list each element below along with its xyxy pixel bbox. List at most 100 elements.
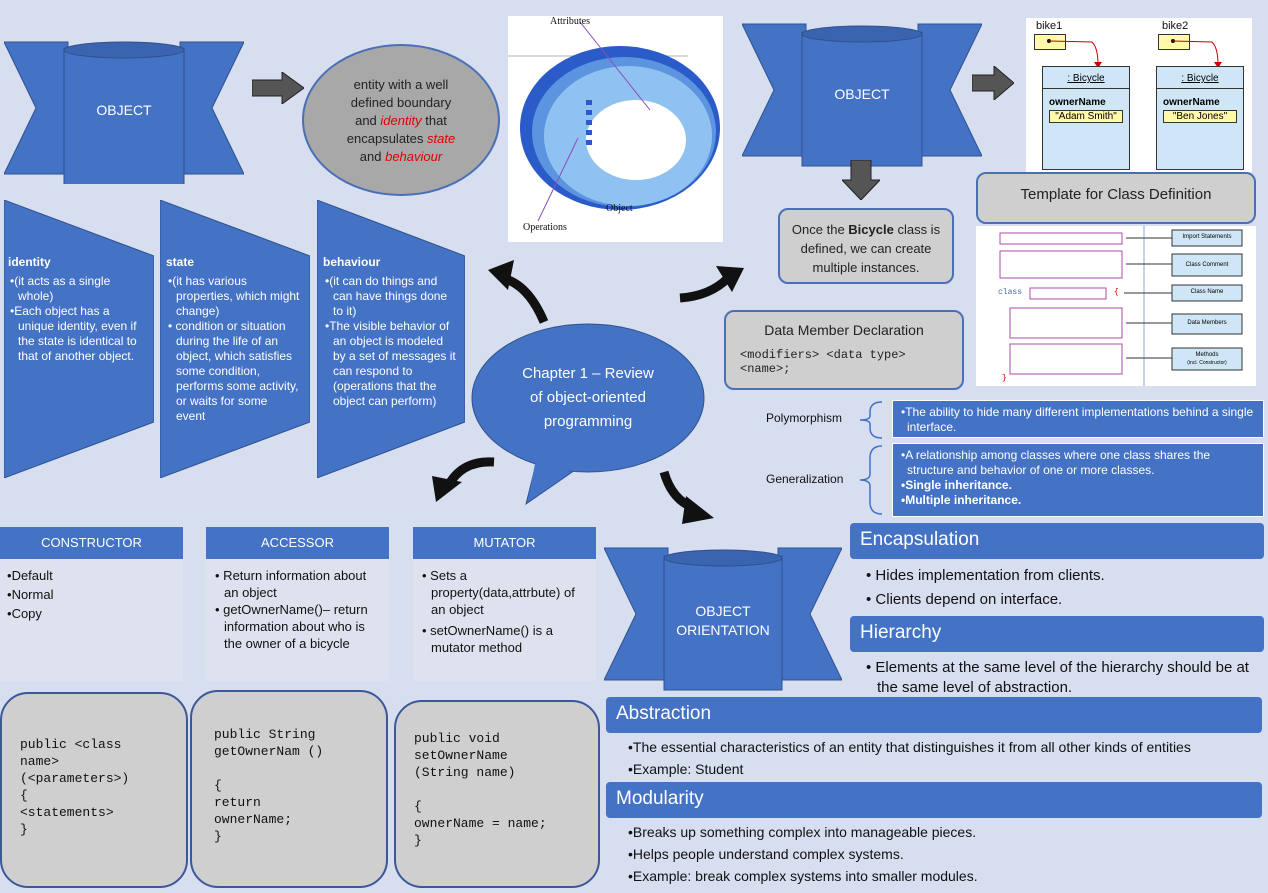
state-text: state •(it has various properties, which… xyxy=(166,255,300,424)
abstraction-item: •The essential characteristics of an ent… xyxy=(628,739,1191,755)
curved-arrow-down-left-icon xyxy=(432,457,495,502)
bicycle-instances-figure: bike1 bike2 : Bicycle ownerName "Adam Sm… xyxy=(1026,18,1252,172)
template-diagram xyxy=(999,226,1243,386)
modularity-item: •Helps people understand complex systems… xyxy=(628,846,904,862)
generalization-box: •A relationship among classes where one … xyxy=(892,443,1264,517)
instances-note: Once the Bicycle class is defined, we ca… xyxy=(778,208,954,284)
modularity-item: •Breaks up something complex into manage… xyxy=(628,824,977,840)
definition-line1: entity with a well xyxy=(353,77,449,92)
generalization-label: Generalization xyxy=(766,472,844,486)
label-object: Object xyxy=(606,203,633,214)
ribbon-shape-right xyxy=(742,23,982,167)
hierarchy-header: Hierarchy xyxy=(850,616,1264,652)
identity-item: •Each object has a unique identity, even… xyxy=(10,304,137,363)
hierarchy-item: • Elements at the same level of the hier… xyxy=(866,659,1249,696)
identity-pentagon: identity •(it acts as a single whole) •E… xyxy=(3,199,155,479)
accessor-item: • Return information about an object xyxy=(215,568,367,600)
behaviour-pentagon: behaviour •(it can do things and can hav… xyxy=(316,199,466,479)
curved-arrow-up-left-icon xyxy=(488,260,549,324)
mutator-item: • Sets a property(data,attrbute) of an o… xyxy=(422,568,575,617)
encapsulation-item: • Hides implementation from clients. xyxy=(866,567,1105,584)
mutator-code: public void setOwnerName (String name) {… xyxy=(394,700,600,888)
state-pentagon: state •(it has various properties, which… xyxy=(159,199,311,479)
chapter-title: Chapter 1 – Review of object-oriented pr… xyxy=(488,362,688,434)
instance1-class-name: : Bicycle xyxy=(1043,67,1129,89)
state-title: state xyxy=(166,255,195,269)
instance1-attr: ownerName xyxy=(1049,97,1106,108)
object-banner-right-label: OBJECT xyxy=(834,86,890,102)
identity-emphasis: identity xyxy=(380,113,422,128)
definition-line5: and behaviour xyxy=(359,149,443,164)
bicycle-instance-2: : Bicycle ownerName "Ben Jones" xyxy=(1156,66,1244,170)
tpl-label-classname: Class Name xyxy=(1190,289,1224,295)
constructor-box: •Default •Normal •Copy xyxy=(0,559,183,681)
tpl-label-datamembers: Data Members xyxy=(1187,320,1227,326)
data-member-line1: <modifiers> <data type> xyxy=(740,348,906,362)
generalization-item: •Multiple inheritance. xyxy=(901,493,1022,507)
bike1-label: bike1 xyxy=(1036,20,1063,32)
state-item: • condition or situation during the life… xyxy=(168,319,299,423)
abstraction-header: Abstraction xyxy=(606,697,1262,733)
chapter-line2: of object-oriented xyxy=(530,389,646,406)
modularity-header: Modularity xyxy=(606,782,1262,818)
tpl-class-keyword: class xyxy=(998,288,1023,297)
mutator-header: MUTATOR xyxy=(413,527,596,559)
object-banner-left: OBJECT xyxy=(4,34,244,184)
identity-item: •(it acts as a single whole) xyxy=(10,274,111,303)
tpl-brace-close: } xyxy=(1002,374,1007,383)
data-member-card: Data Member Declaration <modifiers> <dat… xyxy=(724,310,964,390)
constructor-code: public <class name> (<parameters>) { <st… xyxy=(0,692,188,888)
mutator-box: • Sets a property(data,attrbute) of an o… xyxy=(413,559,596,681)
object-definition-ellipse: entity with a well defined boundary and … xyxy=(302,44,500,196)
instances-note-line3: multiple instances. xyxy=(812,260,920,275)
ribbon-shape xyxy=(4,41,244,184)
instance2-class-name: : Bicycle xyxy=(1157,67,1243,89)
accessor-box: • Return information about an object • g… xyxy=(206,559,389,681)
object-donut-figure: Attributes Object Operations xyxy=(508,16,723,242)
encapsulation-header: Encapsulation xyxy=(850,523,1264,559)
bicycle-instance-1: : Bicycle ownerName "Adam Smith" xyxy=(1042,66,1130,170)
accessor-header: ACCESSOR xyxy=(206,527,389,559)
identity-title: identity xyxy=(8,255,51,269)
behaviour-title: behaviour xyxy=(323,255,381,269)
tpl-brace-open: { xyxy=(1114,288,1119,297)
tpl-label-methods-sub: (incl. Constructor) xyxy=(1187,360,1227,366)
identity-text: identity •(it acts as a single whole) •E… xyxy=(8,255,142,364)
tpl-label-import: Import Statements xyxy=(1182,234,1232,240)
instances-note-line1: Once the Bicycle class is xyxy=(791,222,941,237)
instance1-value: "Adam Smith" xyxy=(1049,110,1123,123)
template-title: Template for Class Definition xyxy=(1020,186,1212,203)
generalization-item: •Single inheritance. xyxy=(901,478,1012,492)
arrow-right-icon xyxy=(252,72,304,104)
abstraction-item: •Example: Student xyxy=(628,761,744,777)
encapsulation-item: • Clients depend on interface. xyxy=(866,591,1063,608)
data-member-line2: <name>; xyxy=(740,362,791,376)
constructor-item: •Default xyxy=(7,568,53,583)
polymorphism-box: •The ability to hide many different impl… xyxy=(892,400,1264,438)
constructor-item: •Normal xyxy=(7,587,54,602)
constructor-item: •Copy xyxy=(7,606,42,621)
accessor-code: public String getOwnerNam () { return ow… xyxy=(190,690,388,888)
chapter-bubble xyxy=(471,323,705,506)
chapter-line1: Chapter 1 – Review xyxy=(522,365,654,382)
class-template-figure: Import Statements Class Comment Class Na… xyxy=(976,226,1256,386)
generalization-brace xyxy=(859,445,883,515)
data-member-title: Data Member Declaration xyxy=(764,322,924,338)
behaviour-item: •The visible behavior of an object is mo… xyxy=(325,319,456,408)
behaviour-item: •(it can do things and can have things d… xyxy=(325,274,448,318)
object-banner-label: OBJECT xyxy=(96,102,152,118)
polymorphism-label: Polymorphism xyxy=(766,411,843,425)
object-banner-right: OBJECT xyxy=(742,20,982,168)
behaviour-emphasis: behaviour xyxy=(385,149,443,164)
tpl-label-comment: Class Comment xyxy=(1185,262,1229,268)
instance2-value: "Ben Jones" xyxy=(1163,110,1237,123)
ribbon-shape-oo xyxy=(604,547,842,691)
curved-arrow-down-right-icon xyxy=(659,470,714,524)
constructor-header: CONSTRUCTOR xyxy=(0,527,183,559)
definition-line4: encapsulates state xyxy=(346,131,456,146)
polymorphism-brace xyxy=(859,401,883,439)
donut-diagram xyxy=(508,21,720,222)
state-emphasis: state xyxy=(427,131,456,146)
arrow-down-icon xyxy=(842,160,880,200)
generalization-item: •A relationship among classes where one … xyxy=(901,448,1211,477)
